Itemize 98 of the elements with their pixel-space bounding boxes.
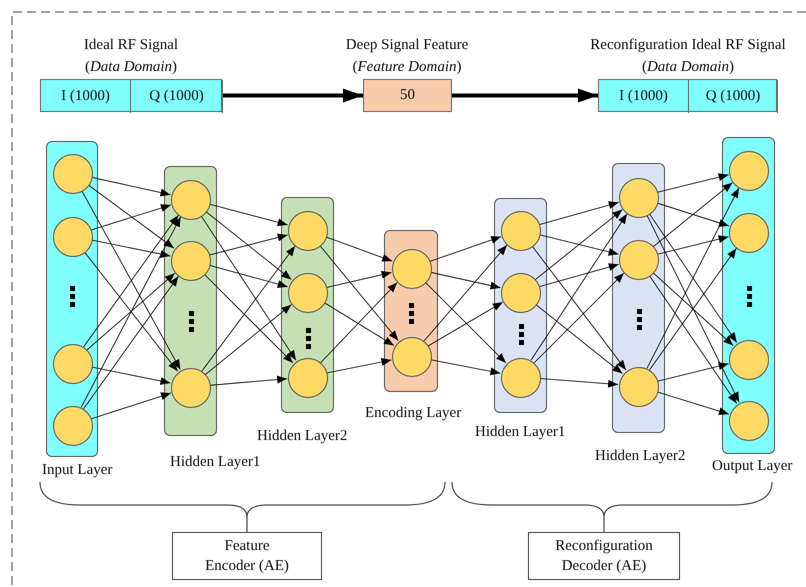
layer-label: Hidden Layer2 (595, 447, 686, 465)
arrow (325, 236, 393, 262)
arrow (83, 276, 179, 410)
neuron-circle (171, 180, 211, 220)
layer-label: Encoding Layer (365, 404, 462, 422)
arrow (657, 173, 729, 193)
arrow (91, 176, 171, 196)
neuron-circle (729, 340, 769, 380)
neuron-circle (392, 337, 432, 377)
signal-title: Ideal RF Signal (84, 36, 178, 54)
layer-label: Input Layer (42, 461, 112, 479)
arrow (210, 376, 288, 386)
arrow (80, 216, 182, 408)
arrow (200, 215, 296, 361)
neuron-circle (53, 344, 93, 384)
module-box: Reconfiguration Decoder (AE) (528, 532, 680, 580)
arrow (88, 184, 174, 249)
arrow (649, 248, 737, 370)
signal-title: Deep Signal Feature (346, 36, 468, 54)
signal-title: Reconfiguration Ideal RF Signal (590, 36, 786, 54)
arrow (535, 304, 623, 374)
layer-label: Output Layer (712, 457, 792, 475)
neuron-circle (729, 151, 769, 191)
arrow (90, 204, 172, 230)
arrow (429, 236, 502, 262)
arrow (646, 187, 740, 369)
arrow (204, 274, 294, 364)
neuron-circle (53, 406, 93, 446)
arrow (652, 272, 734, 346)
arrow (208, 204, 288, 226)
neuron-circle (729, 401, 769, 441)
arrow (424, 282, 506, 364)
arrow (530, 213, 628, 361)
arrow (539, 234, 619, 256)
layer-label: Hidden Layer1 (475, 423, 566, 441)
neuron-circle (171, 241, 211, 281)
neuron-circle (171, 368, 211, 408)
arrow (208, 264, 288, 288)
arrow (653, 182, 733, 247)
arrow (534, 272, 624, 364)
arrow (86, 272, 176, 350)
arrow (83, 214, 179, 348)
arrow (84, 251, 178, 372)
domain-subtitle: (Data Domain) (642, 58, 734, 76)
arrow (646, 214, 740, 402)
arrow (91, 366, 171, 385)
arrow (656, 202, 730, 227)
feature-box: 50 (363, 79, 452, 112)
arrow (326, 270, 392, 288)
neuron-circle (53, 154, 93, 194)
data-cell: I (1000) (599, 80, 689, 113)
neuron-circle (619, 178, 659, 218)
arrow (535, 209, 623, 280)
arrow (424, 244, 508, 342)
data-cell: Q (1000) (689, 80, 778, 113)
data-cell: Q (1000) (131, 80, 223, 113)
arrow (326, 358, 392, 374)
neuron-circle (619, 367, 659, 407)
data-cell: I (1000) (41, 80, 131, 113)
arrow (319, 245, 399, 341)
arrow (648, 213, 738, 343)
arrow (320, 282, 398, 363)
neuron-circle (501, 273, 541, 313)
arrow (538, 201, 620, 226)
layer-label: Hidden Layer1 (170, 453, 260, 471)
arrow (430, 359, 501, 376)
arrow (205, 304, 292, 375)
neuron-circle (392, 249, 432, 289)
arrow (91, 240, 171, 258)
arrow (540, 378, 618, 388)
arrow (205, 211, 292, 280)
neuron-circle (501, 358, 541, 398)
arrow (532, 246, 626, 370)
neuron-circle (729, 213, 769, 253)
arrow (656, 392, 730, 415)
layer-label: Hidden Layer2 (257, 427, 348, 445)
arrow (208, 234, 288, 256)
domain-subtitle: (Feature Domain) (352, 58, 462, 76)
arrow (324, 302, 394, 346)
arrow (538, 263, 620, 288)
neuron-circle (288, 211, 328, 251)
arrow (202, 246, 296, 372)
neuron-circle (288, 358, 328, 398)
arrow (428, 302, 504, 346)
neuron-circle (288, 273, 328, 313)
arrow (657, 235, 729, 255)
domain-subtitle: (Data Domain) (84, 58, 178, 76)
neuron-circle (501, 211, 541, 251)
arrow (222, 88, 363, 102)
arrow (430, 272, 501, 290)
arrow (90, 392, 172, 420)
module-box: Feature Encoder (AE) (172, 532, 322, 580)
arrow (452, 88, 598, 102)
arrow (81, 190, 181, 370)
neuron-circle (53, 217, 93, 257)
neuron-circle (619, 240, 659, 280)
arrow (648, 275, 738, 404)
arrow (657, 362, 729, 382)
